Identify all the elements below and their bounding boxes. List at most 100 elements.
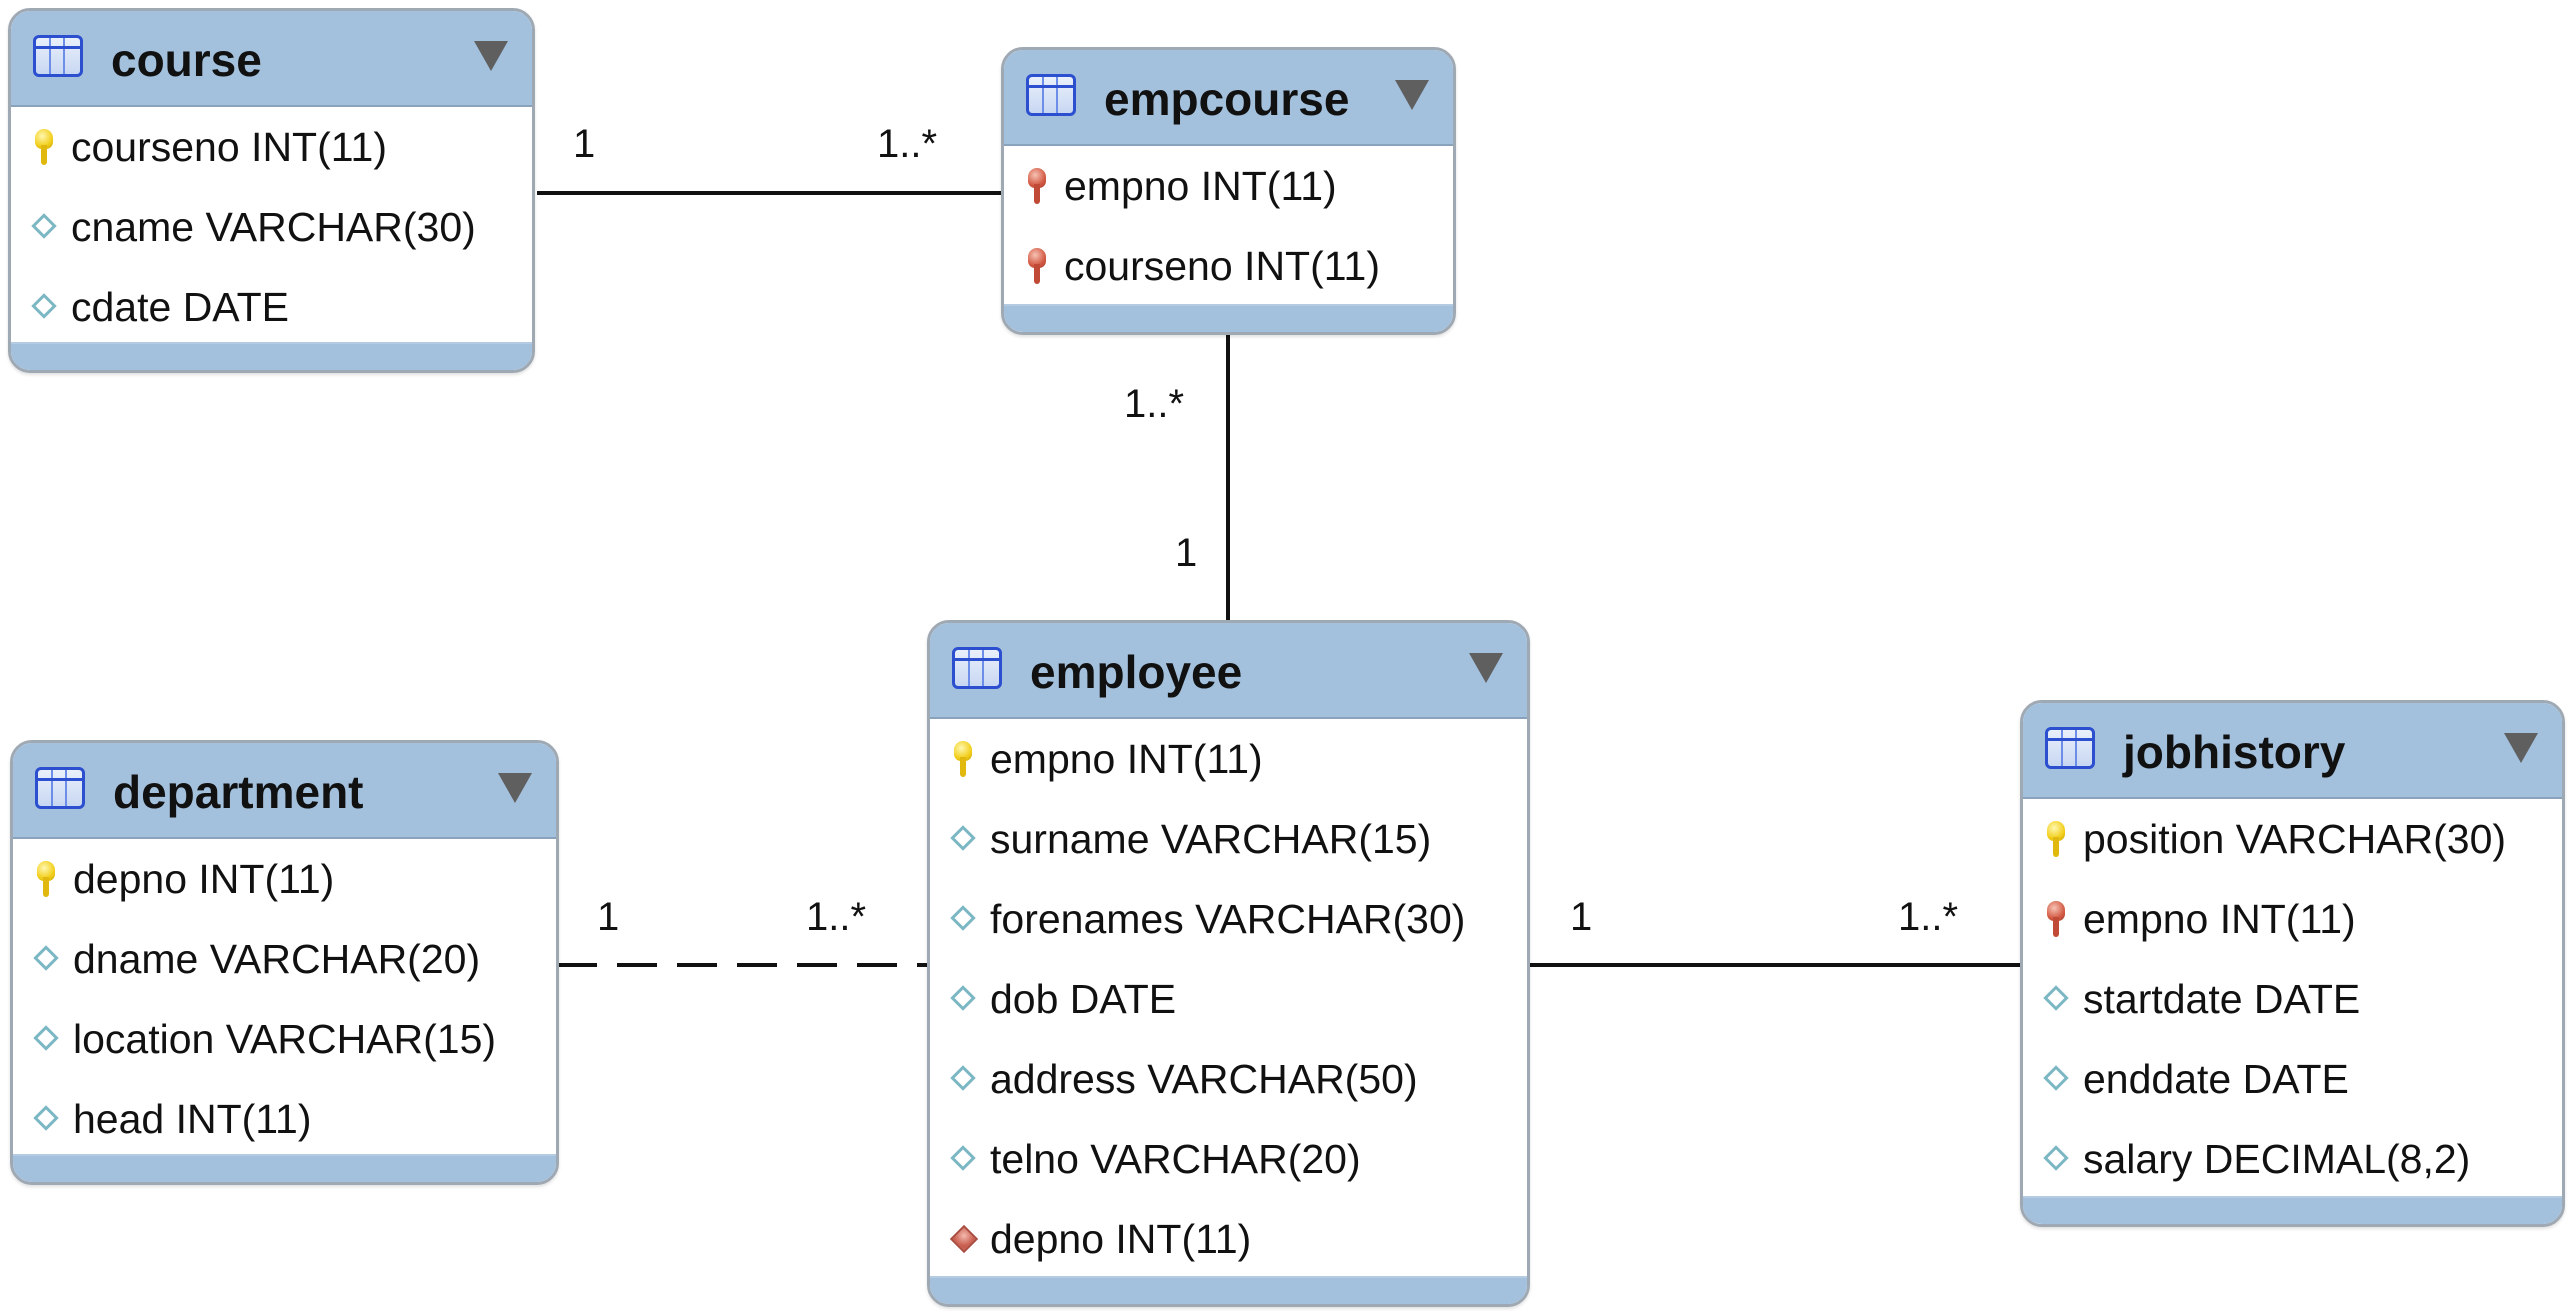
foreign-key-icon — [1022, 166, 1052, 206]
cardinality-department-side: 1 — [597, 895, 620, 939]
column-label: courseno INT(11) — [71, 123, 387, 170]
column-label: telno VARCHAR(20) — [990, 1135, 1361, 1182]
column-row[interactable]: forenames VARCHAR(30) — [930, 879, 1527, 959]
foreign-key-icon — [2041, 899, 2071, 939]
column-row[interactable]: dname VARCHAR(20) — [13, 919, 556, 999]
column-label: dname VARCHAR(20) — [73, 935, 481, 982]
column-row[interactable]: telno VARCHAR(20) — [930, 1119, 1527, 1199]
column-diamond-icon — [29, 287, 59, 327]
table-course[interactable]: course courseno INT(11) cname VARCHAR(30… — [8, 8, 535, 373]
table-header[interactable]: department — [13, 743, 556, 839]
column-diamond-icon — [948, 1139, 978, 1179]
table-header[interactable]: jobhistory — [2023, 703, 2562, 799]
column-label: location VARCHAR(15) — [73, 1015, 497, 1062]
table-header[interactable]: course — [11, 11, 532, 107]
table-icon — [1026, 74, 1076, 116]
table-footer — [930, 1276, 1527, 1304]
primary-key-icon — [29, 127, 59, 167]
column-label: enddate DATE — [2083, 1055, 2349, 1102]
collapse-triangle-icon[interactable] — [474, 41, 508, 71]
foreign-key-icon — [1022, 246, 1052, 286]
column-label: depno INT(11) — [990, 1215, 1252, 1262]
cardinality-empcourse-side: 1..* — [877, 122, 938, 166]
column-diamond-icon — [2041, 979, 2071, 1019]
column-row[interactable]: courseno INT(11) — [11, 107, 532, 187]
table-icon — [2045, 727, 2095, 769]
table-icon — [35, 767, 85, 809]
column-diamond-icon — [29, 207, 59, 247]
column-label: salary DECIMAL(8,2) — [2083, 1135, 2471, 1182]
column-label: dob DATE — [990, 975, 1177, 1022]
column-row[interactable]: enddate DATE — [2023, 1039, 2562, 1119]
table-jobhistory[interactable]: jobhistory position VARCHAR(30) empno IN… — [2020, 700, 2565, 1227]
table-icon — [952, 647, 1002, 689]
collapse-triangle-icon[interactable] — [498, 773, 532, 803]
column-label: depno INT(11) — [73, 855, 335, 902]
table-name: employee — [1030, 646, 1243, 698]
column-label: empno INT(11) — [1064, 162, 1337, 209]
table-icon — [33, 35, 83, 77]
column-row[interactable]: empno INT(11) — [2023, 879, 2562, 959]
column-row[interactable]: depno INT(11) — [930, 1199, 1527, 1279]
column-row[interactable]: empno INT(11) — [1004, 146, 1453, 226]
column-row[interactable]: surname VARCHAR(15) — [930, 799, 1527, 879]
table-name: jobhistory — [2123, 726, 2346, 778]
column-diamond-icon — [31, 1019, 61, 1059]
table-name: empcourse — [1104, 73, 1350, 125]
column-diamond-icon — [31, 939, 61, 979]
table-employee[interactable]: employee empno INT(11) surname VARCHAR(1… — [927, 620, 1530, 1307]
column-diamond-icon — [948, 979, 978, 1019]
cardinality-course-side: 1 — [573, 122, 596, 166]
cardinality-employee-top: 1 — [1175, 531, 1198, 575]
cardinality-employee-left: 1..* — [806, 895, 867, 939]
table-name: department — [113, 766, 364, 818]
column-diamond-icon — [31, 1099, 61, 1139]
column-row[interactable]: head INT(11) — [13, 1079, 556, 1159]
column-label: position VARCHAR(30) — [2083, 815, 2507, 862]
column-row[interactable]: depno INT(11) — [13, 839, 556, 919]
column-diamond-icon — [948, 819, 978, 859]
column-label: surname VARCHAR(15) — [990, 815, 1432, 862]
column-row[interactable]: position VARCHAR(30) — [2023, 799, 2562, 879]
column-row[interactable]: address VARCHAR(50) — [930, 1039, 1527, 1119]
table-header[interactable]: empcourse — [1004, 50, 1453, 146]
column-label: cdate DATE — [71, 283, 289, 330]
column-row[interactable]: empno INT(11) — [930, 719, 1527, 799]
column-row[interactable]: cname VARCHAR(30) — [11, 187, 532, 267]
table-footer — [2023, 1196, 2562, 1224]
column-label: address VARCHAR(50) — [990, 1055, 1418, 1102]
primary-key-icon — [2041, 819, 2071, 859]
primary-key-icon — [948, 739, 978, 779]
column-label: head INT(11) — [73, 1095, 312, 1142]
column-label: cname VARCHAR(30) — [71, 203, 476, 250]
table-footer — [11, 342, 532, 370]
collapse-triangle-icon[interactable] — [1395, 80, 1429, 110]
column-row[interactable]: courseno INT(11) — [1004, 226, 1453, 306]
table-empcourse[interactable]: empcourse empno INT(11) courseno INT(11) — [1001, 47, 1456, 335]
column-diamond-icon — [2041, 1139, 2071, 1179]
foreign-key-diamond-icon — [948, 1219, 978, 1259]
cardinality-empcourse-bottom: 1..* — [1124, 382, 1185, 426]
collapse-triangle-icon[interactable] — [2504, 733, 2538, 763]
column-row[interactable]: startdate DATE — [2023, 959, 2562, 1039]
column-row[interactable]: cdate DATE — [11, 267, 532, 347]
column-row[interactable]: location VARCHAR(15) — [13, 999, 556, 1079]
column-diamond-icon — [2041, 1059, 2071, 1099]
column-label: courseno INT(11) — [1064, 242, 1380, 289]
table-name: course — [111, 34, 262, 86]
collapse-triangle-icon[interactable] — [1469, 653, 1503, 683]
table-header[interactable]: employee — [930, 623, 1527, 719]
column-label: empno INT(11) — [990, 735, 1263, 782]
table-footer — [13, 1154, 556, 1182]
primary-key-icon — [31, 859, 61, 899]
column-row[interactable]: salary DECIMAL(8,2) — [2023, 1119, 2562, 1199]
column-label: empno INT(11) — [2083, 895, 2356, 942]
column-row[interactable]: dob DATE — [930, 959, 1527, 1039]
column-diamond-icon — [948, 1059, 978, 1099]
cardinality-jobhistory-side: 1..* — [1898, 895, 1959, 939]
column-label: forenames VARCHAR(30) — [990, 895, 1466, 942]
table-footer — [1004, 304, 1453, 332]
table-department[interactable]: department depno INT(11) dname VARCHAR(2… — [10, 740, 559, 1185]
